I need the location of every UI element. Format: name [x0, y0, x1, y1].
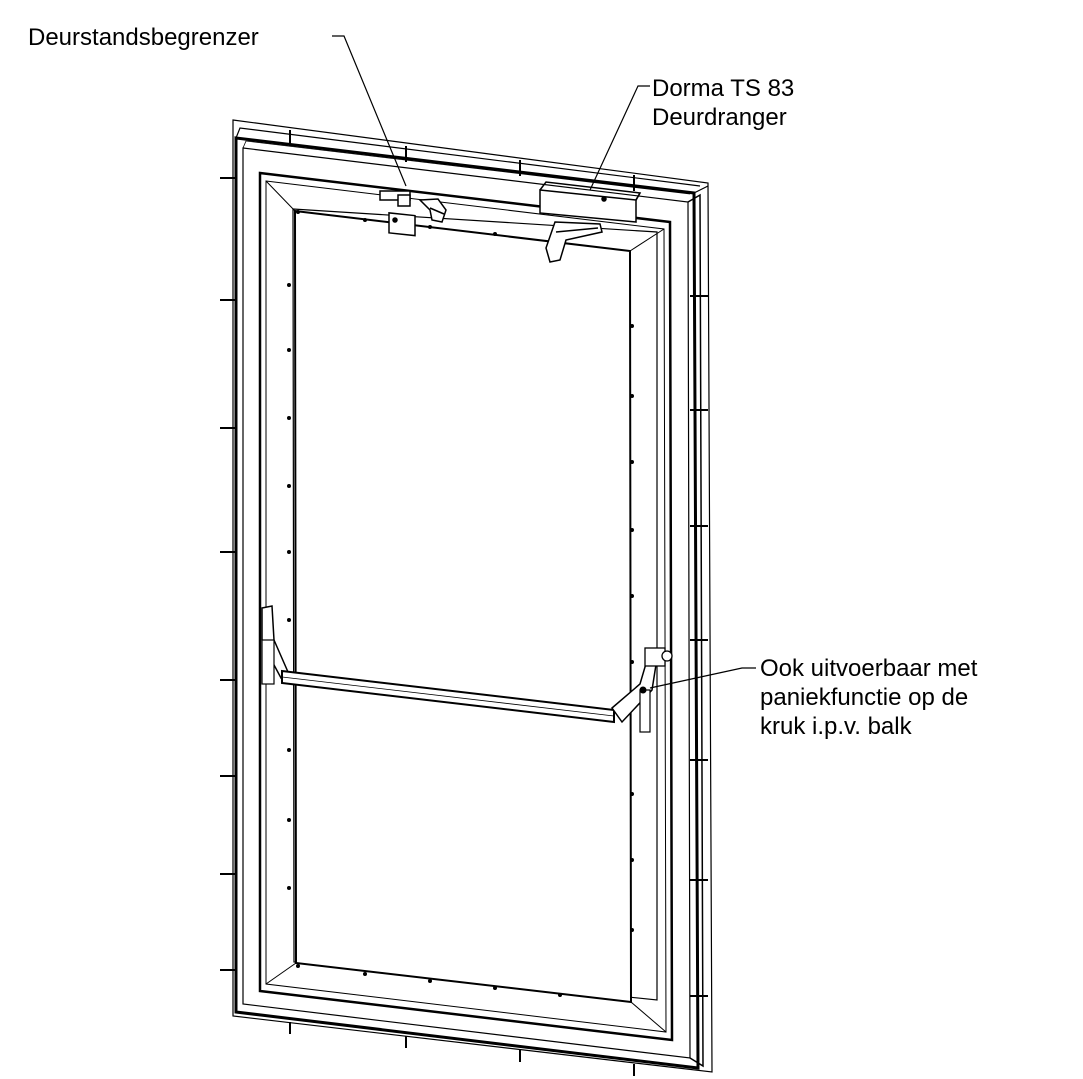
wall-plate [232, 119, 713, 1073]
screw-dot [287, 348, 291, 352]
screw-dot [630, 660, 634, 664]
callout-panic-function: Ook uitvoerbaar met paniekfunctie op de … [760, 654, 977, 741]
callout-door-closer-line-2: Deurdranger [652, 104, 787, 131]
screw-dot [287, 748, 291, 752]
fixing-pins [220, 130, 708, 1076]
screw-dot [428, 979, 432, 983]
screw-dot [630, 528, 634, 532]
screw-dot [428, 225, 432, 229]
screw-dot [630, 858, 634, 862]
screw-dot [287, 416, 291, 420]
screw-dot [630, 928, 634, 932]
screw-dot [558, 993, 562, 997]
screw-dot [287, 550, 291, 554]
screw-dot [630, 792, 634, 796]
callout-panic-line-2: paniekfunctie op de [760, 684, 969, 711]
callout-panic-line-1: Ook uitvoerbaar met [760, 655, 978, 682]
door-stop-limiter [379, 190, 447, 237]
screw-dot [287, 484, 291, 488]
screw-dot [493, 232, 497, 236]
door-panel [265, 180, 667, 1033]
screw-dot [363, 972, 367, 976]
screw-dot [287, 818, 291, 822]
door-closer [539, 181, 642, 263]
callout-door-closer-line-1: Dorma TS 83 [652, 75, 795, 102]
panel-screws [287, 210, 634, 997]
callout-door-stop-limiter: Deurstandsbegrenzer [28, 24, 259, 51]
panic-bar [261, 605, 673, 733]
screw-dot [287, 886, 291, 890]
leader-lines [332, 35, 756, 689]
screw-dot [630, 324, 634, 328]
screw-dot [630, 594, 634, 598]
callout-panic-line-3: kruk i.p.v. balk [760, 713, 912, 740]
screw-dot [630, 460, 634, 464]
screw-dot [493, 986, 497, 990]
screw-dot [287, 283, 291, 287]
screw-dot [630, 394, 634, 398]
screw-dot [296, 210, 300, 214]
screw-dot [287, 618, 291, 622]
screw-dot [363, 218, 367, 222]
callout-door-closer: Dorma TS 83 Deurdranger [652, 74, 794, 132]
screw-dot [296, 964, 300, 968]
